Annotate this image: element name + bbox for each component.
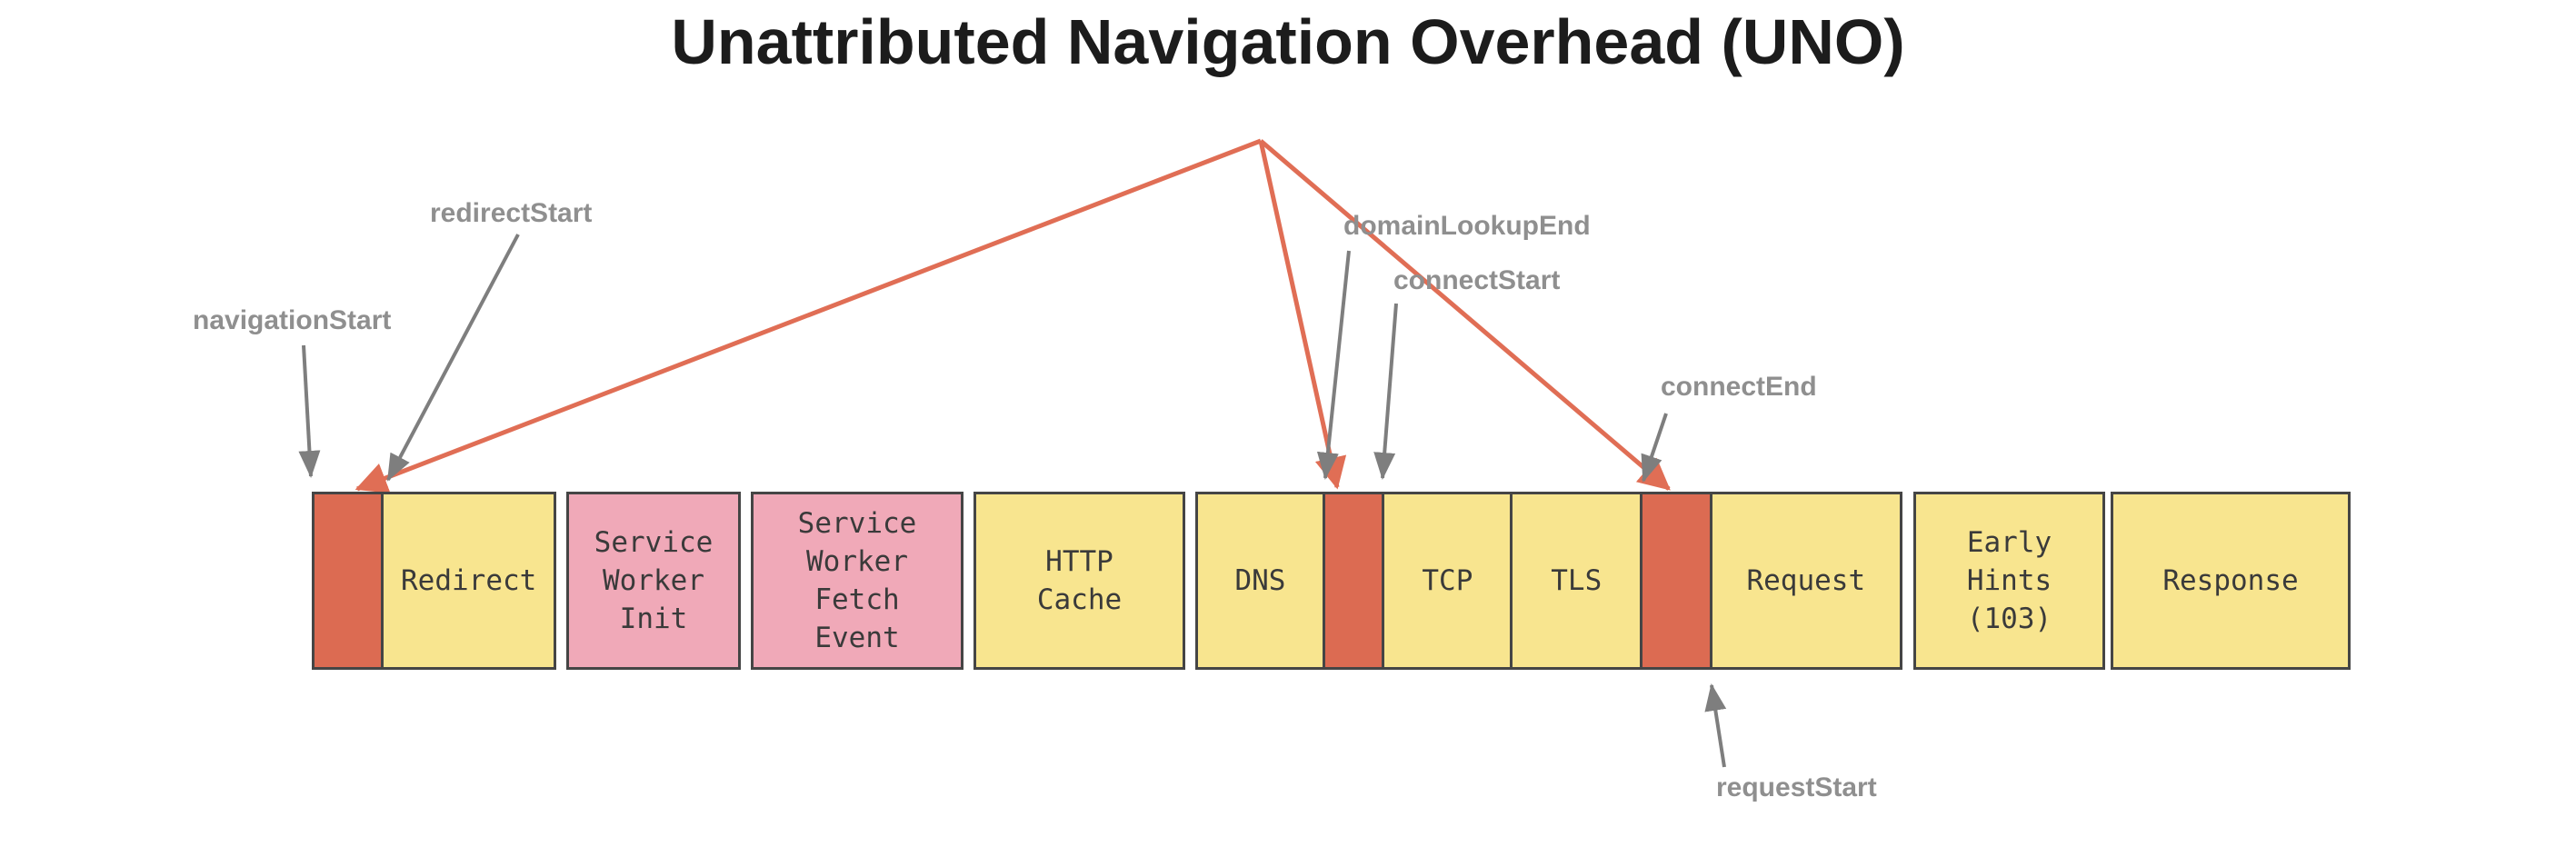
connectEnd-arrow (1641, 413, 1668, 483)
phase-segment-http-cache: HTTP Cache (976, 494, 1183, 667)
phase-segment-service-worker-init: Service Worker Init (569, 494, 738, 667)
phase-segment-early-hints-103-: Early Hints (103) (1916, 494, 2102, 667)
phase-label: DNS (1234, 564, 1286, 597)
phase-label: HTTP Cache (1036, 545, 1123, 616)
uno-pointer-lines (354, 138, 1671, 493)
timeline-box-2: Service Worker Fetch Event (751, 492, 964, 670)
phase-label: Response (2162, 564, 2299, 597)
phase-label: Request (1746, 564, 1866, 597)
event-label-connectEnd: connectEnd (1661, 372, 1817, 402)
phase-label: Service Worker Fetch Event (797, 507, 917, 654)
timeline-box-1: Service Worker Init (566, 492, 741, 670)
timeline-box-3: HTTP Cache (973, 492, 1185, 670)
phase-segment-redirect: Redirect (381, 494, 554, 667)
event-label-requestStart: requestStart (1716, 772, 1877, 802)
requestStart-arrow (1704, 683, 1727, 768)
phase-label: TLS (1551, 564, 1603, 597)
phase-label: TCP (1422, 564, 1473, 597)
timeline-box-0: Redirect (312, 492, 556, 670)
event-label-connectStart: connectStart (1393, 265, 1561, 295)
uno-gap-segment (315, 494, 382, 667)
phase-label: Service Worker Init (594, 526, 714, 635)
timeline-box-6: Response (2111, 492, 2351, 670)
timeline-box-4: DNS TCP TLS Request (1195, 492, 1902, 670)
phase-label: Early Hints (103) (1966, 526, 2052, 635)
redirectStart-arrow (386, 234, 520, 482)
phase-segment-request: Request (1709, 494, 1900, 667)
phase-segment-tls: TLS (1510, 494, 1641, 667)
phase-segment-dns: DNS (1198, 494, 1323, 667)
domainLookupEnd-arrow (1316, 250, 1351, 480)
phase-segment-response: Response (2113, 494, 2348, 667)
connectStart-arrow (1373, 303, 1398, 480)
uno-pointer-line-0 (354, 138, 1262, 493)
phase-segment-service-worker-fetch-event: Service Worker Fetch Event (754, 494, 961, 667)
navigationStart-arrow (298, 344, 321, 478)
event-label-domainLookupEnd: domainLookupEnd (1343, 211, 1591, 241)
event-label-redirectStart: redirectStart (430, 198, 593, 228)
uno-gap-segment (1640, 494, 1710, 667)
event-label-navigationStart: navigationStart (193, 305, 392, 335)
uno-gap-segment (1322, 494, 1383, 667)
page-title: Unattributed Navigation Overhead (UNO) (671, 6, 1905, 77)
uno-pointer-line-2 (1259, 139, 1671, 491)
phase-segment-tcp: TCP (1382, 494, 1511, 667)
uno-pointer-line-1 (1258, 140, 1347, 490)
phase-label: Redirect (401, 564, 537, 597)
timeline-box-5: Early Hints (103) (1913, 492, 2105, 670)
